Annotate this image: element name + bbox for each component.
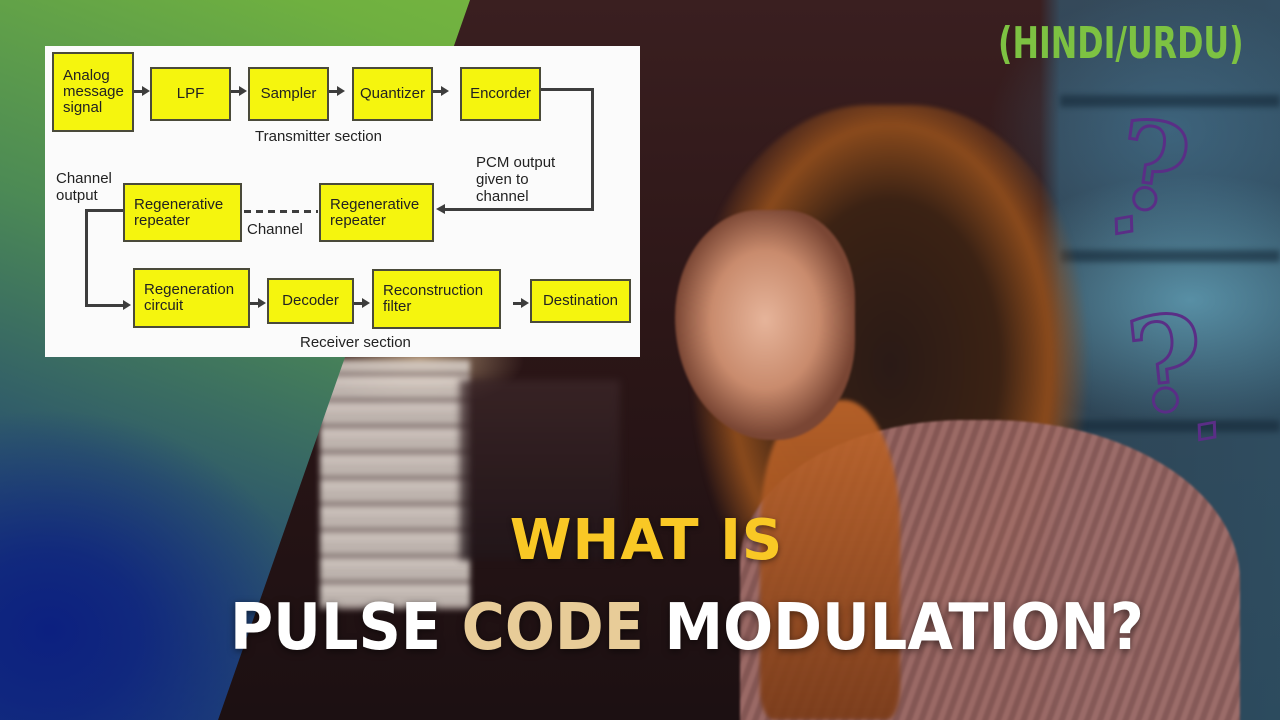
block-destination: Destination (530, 279, 631, 323)
arrow-icon (239, 86, 247, 96)
title-part-modulation: MODULATION? (643, 591, 1144, 665)
connector (85, 209, 88, 307)
block-encoder: Encorder (460, 67, 541, 121)
question-mark-dot-icon (1114, 214, 1134, 236)
transmitter-section-label: Transmitter section (255, 128, 382, 145)
girl-hair-front (760, 400, 900, 720)
connector (513, 302, 523, 305)
window-blind (1060, 95, 1280, 107)
block-reconstruction-filter: Reconstruction filter (372, 269, 501, 329)
connector (443, 208, 594, 211)
title-part-pulse: PULSE (230, 591, 462, 665)
window-blind (1060, 250, 1280, 262)
connector (433, 90, 443, 93)
pcm-output-label: PCM output given to channel (476, 154, 556, 205)
connector (134, 90, 144, 93)
connector (541, 88, 594, 91)
pcm-block-diagram: Analog message signal LPF Sampler Quanti… (45, 46, 640, 357)
receiver-section-label: Receiver section (300, 334, 411, 351)
channel-dashed-line (244, 210, 318, 213)
girl-face (675, 210, 855, 440)
block-decoder: Decoder (267, 278, 354, 324)
channel-output-label: Channel output (56, 170, 112, 204)
block-lpf: LPF (150, 67, 231, 121)
title-part-code: CODE (461, 591, 644, 665)
question-mark-dot-icon (1197, 420, 1217, 442)
arrow-icon (142, 86, 150, 96)
connector (591, 88, 594, 211)
arrow-icon (123, 300, 131, 310)
arrow-icon (521, 298, 529, 308)
block-regenerative-repeater-left: Regenerative repeater (123, 183, 242, 242)
block-regenerative-repeater-right: Regenerative repeater (319, 183, 434, 242)
arrow-icon (337, 86, 345, 96)
connector (329, 90, 339, 93)
question-mark-icon: ? (1119, 283, 1214, 446)
block-regeneration-circuit: Regeneration circuit (133, 268, 250, 328)
title-line-1: WHAT IS (509, 508, 784, 573)
title-line-2: PULSE CODE MODULATION? (230, 590, 1144, 670)
connector (231, 90, 241, 93)
arrow-icon (436, 204, 445, 214)
blurred-monitor (320, 360, 470, 610)
arrow-icon (258, 298, 266, 308)
block-analog-message-signal: Analog message signal (52, 52, 134, 132)
block-quantizer: Quantizer (352, 67, 433, 121)
connector (85, 304, 125, 307)
channel-label: Channel (247, 221, 303, 238)
connector (85, 209, 123, 212)
connector (250, 302, 260, 305)
connector (354, 302, 364, 305)
block-sampler: Sampler (248, 67, 329, 121)
language-tag: (HINDI/URDU) (998, 18, 1244, 69)
blurred-monitor-dark (460, 380, 620, 560)
window-blind (1060, 420, 1280, 432)
arrow-icon (362, 298, 370, 308)
arrow-icon (441, 86, 449, 96)
